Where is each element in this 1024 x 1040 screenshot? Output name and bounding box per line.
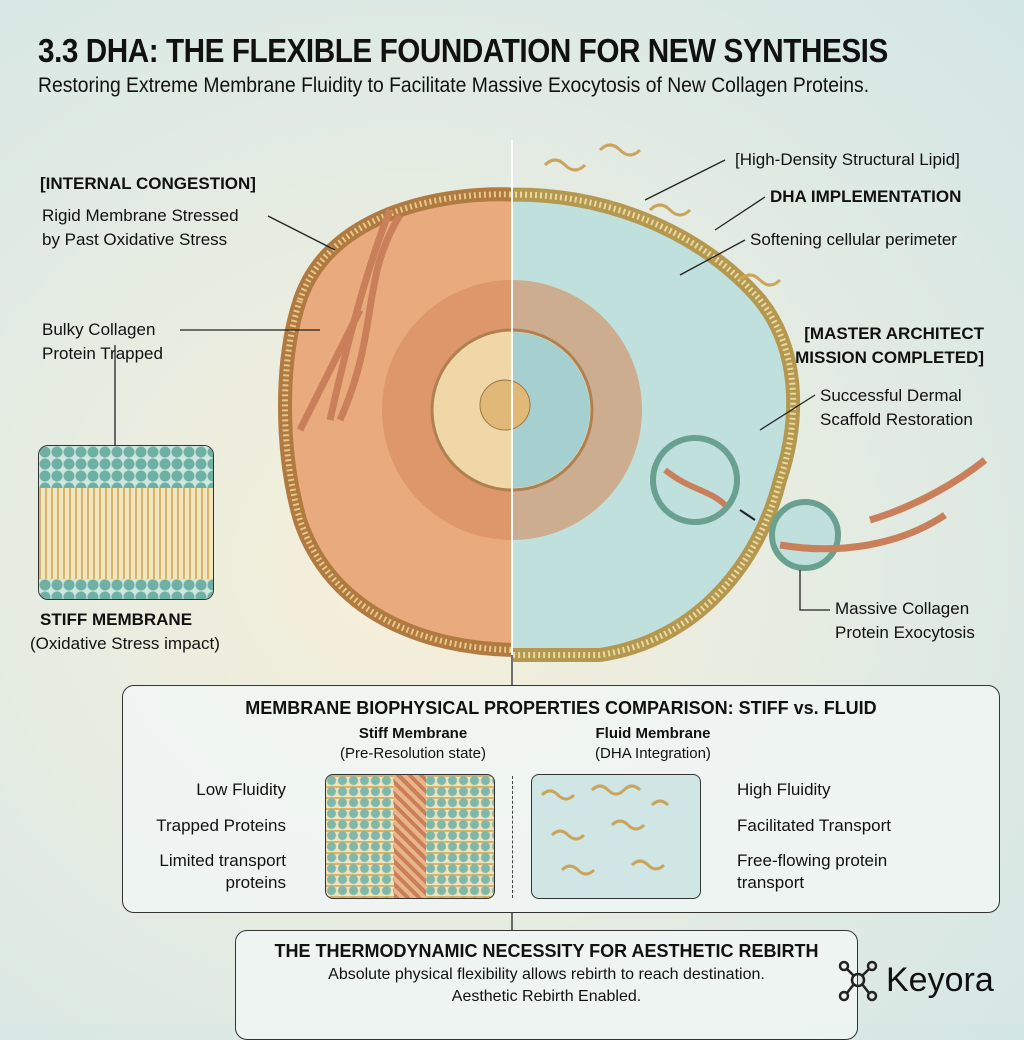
lipid-label: [High-Density Structural Lipid] (735, 150, 960, 169)
stiff-title: Stiff Membrane (358, 725, 468, 742)
bulky-line2: Protein Trapped (42, 344, 163, 363)
rigid-membrane-label: Rigid Membrane Stressed by Past Oxidative… (42, 204, 239, 252)
lipid-heads-top (39, 446, 213, 488)
page-subtitle: Restoring Extreme Membrane Fluidity to F… (38, 74, 870, 97)
success-line1: Successful Dermal (820, 386, 962, 405)
comparison-title: MEMBRANE BIOPHYSICAL PROPERTIES COMPARIS… (245, 698, 877, 718)
collagen-trapped (296, 208, 403, 432)
conclusion-line2: Aesthetic Rebirth Enabled. (451, 988, 642, 1005)
limited-transport-label: Limited transport proteins (159, 850, 286, 894)
fluid-sub: (DHA Integration) (595, 745, 711, 762)
trapped-collagen (394, 775, 426, 898)
brand-name: Keyora (886, 960, 994, 999)
comparison-panel: MEMBRANE BIOPHYSICAL PROPERTIES COMPARIS… (122, 685, 1000, 913)
master-line1: [MASTER ARCHITECT (804, 324, 984, 343)
fluid-lipids (540, 784, 670, 876)
trapped-proteins-label: Trapped Proteins (156, 816, 286, 835)
exo-line2: Protein Exocytosis (835, 623, 975, 642)
stiff-membrane-title: STIFF MEMBRANE (40, 610, 193, 629)
stiff-membrane-inset (38, 445, 214, 600)
conclusion-panel: THE THERMODYNAMIC NECESSITY FOR AESTHETI… (235, 930, 858, 1040)
fluid-header: Fluid Membrane (DHA Integration) (543, 724, 763, 764)
exo-line1: Massive Collagen (835, 599, 970, 618)
limited-line2: proteins (225, 873, 286, 892)
facilitated-transport-label: Facilitated Transport (737, 816, 892, 835)
fluid-membrane-diagram (531, 774, 701, 899)
lipid-squiggles (543, 143, 782, 287)
dha-implementation-label: DHA IMPLEMENTATION (770, 187, 962, 206)
stiff-sub: (Pre-Resolution state) (340, 745, 486, 762)
low-fluidity-label: Low Fluidity (196, 780, 286, 799)
limited-line1: Limited transport (159, 851, 286, 870)
panel-divider (512, 776, 513, 898)
master-architect-label: [MASTER ARCHITECT MISSION COMPLETED] (795, 322, 984, 370)
rigid-line2: by Past Oxidative Stress (42, 230, 228, 249)
free-flowing-label: Free-flowing protein transport (737, 850, 887, 894)
master-line2: MISSION COMPLETED] (795, 348, 984, 367)
vesicles (650, 435, 988, 571)
success-line2: Scaffold Restoration (820, 410, 973, 429)
brand-logo: Keyora (836, 958, 994, 1002)
leader-lines (114, 159, 830, 930)
stiff-membrane-diagram (325, 774, 495, 899)
internal-congestion-heading: [INTERNAL CONGESTION] (40, 174, 256, 193)
free-line2: transport (737, 873, 805, 892)
bulky-line1: Bulky Collagen (42, 320, 156, 339)
conclusion-title: THE THERMODYNAMIC NECESSITY FOR AESTHETI… (274, 941, 819, 961)
free-line1: Free-flowing protein (737, 851, 888, 870)
high-fluidity-label: High Fluidity (737, 780, 831, 799)
page-title: 3.3 DHA: THE FLEXIBLE FOUNDATION FOR NEW… (38, 32, 888, 69)
molecule-icon (838, 960, 878, 1002)
fluid-title: Fluid Membrane (595, 725, 711, 742)
lipid-heads-bottom (39, 579, 213, 599)
softening-label: Softening cellular perimeter (750, 230, 957, 249)
nucleolus (479, 379, 531, 431)
stiff-membrane-sub: (Oxidative Stress impact) (30, 634, 220, 653)
rigid-line1: Rigid Membrane Stressed (42, 206, 239, 225)
conclusion-line1: Absolute physical flexibility allows reb… (328, 966, 765, 983)
stiff-header: Stiff Membrane (Pre-Resolution state) (303, 724, 523, 764)
